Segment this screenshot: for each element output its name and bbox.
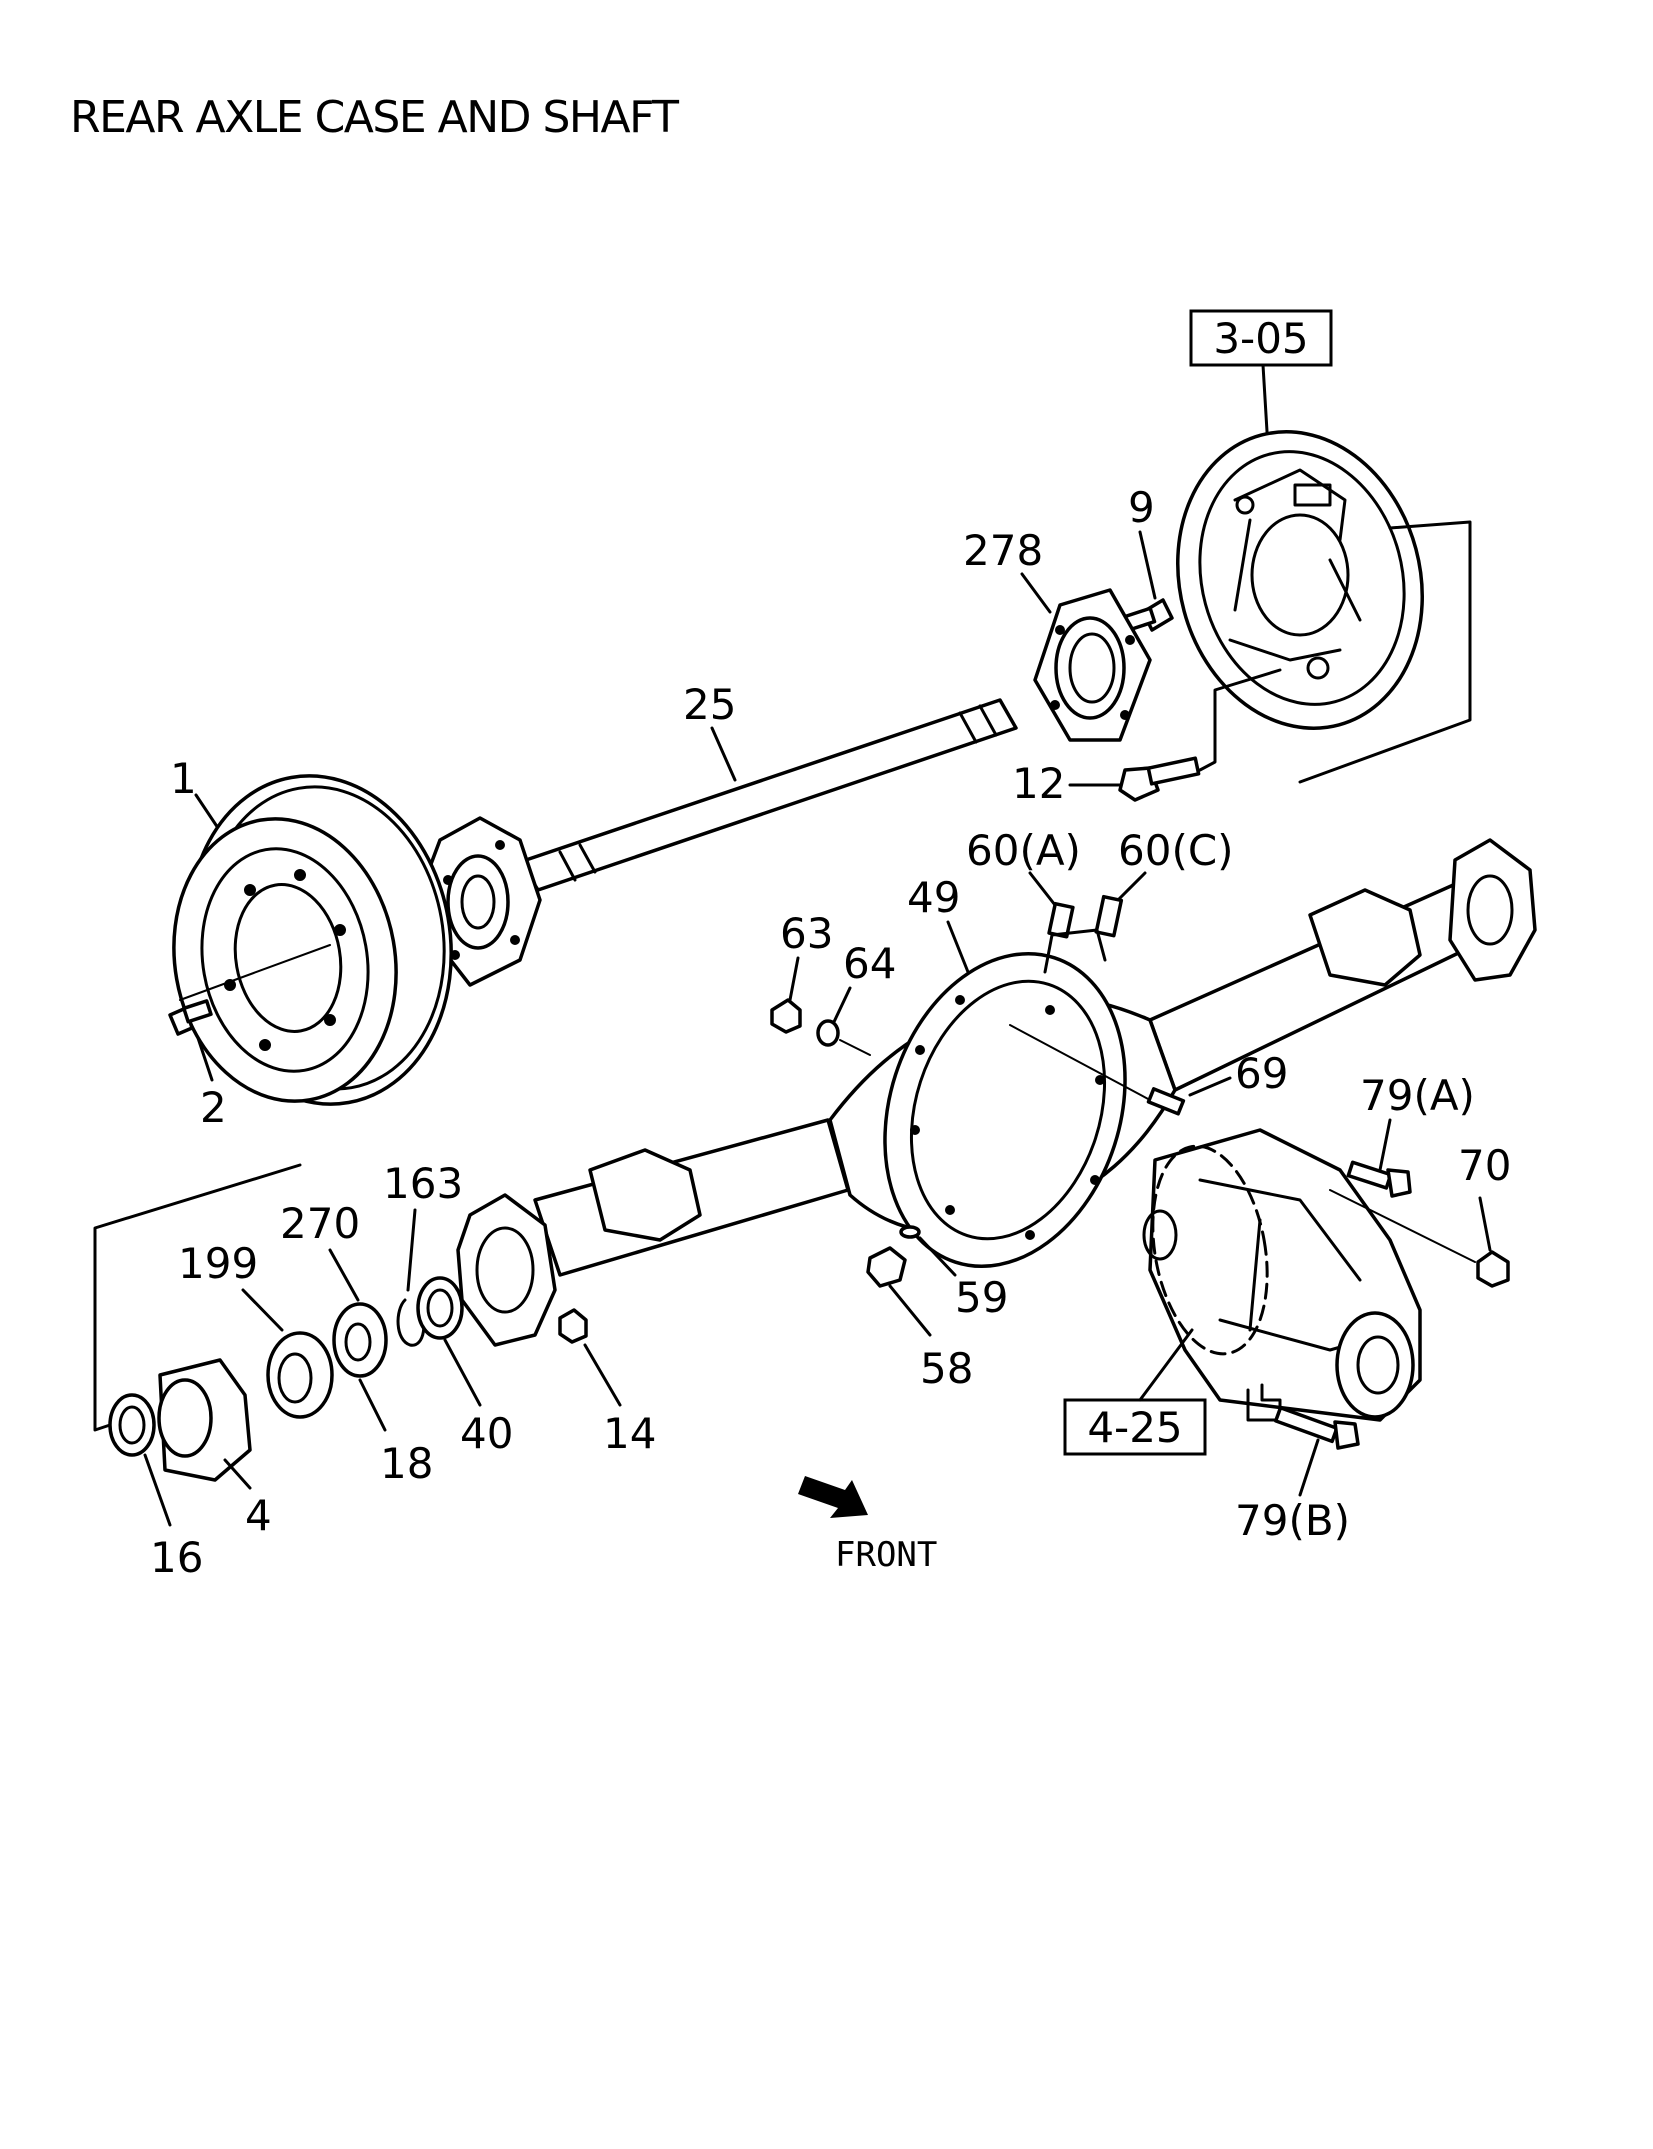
front-label: FRONT: [835, 1535, 937, 1575]
label-12: 12: [1012, 759, 1065, 808]
label-59: 59: [955, 1273, 1008, 1322]
axle-case: 49: [456, 838, 1537, 1347]
brake-backing-plate: [1176, 430, 1424, 730]
label-79b: 79(B): [1235, 1496, 1350, 1545]
bearing-retainer: 4: [157, 1358, 272, 1540]
label-270: 270: [280, 1199, 360, 1248]
label-2: 2: [200, 1083, 227, 1132]
front-direction-indicator: FRONT: [798, 1476, 937, 1575]
retainer-ring: 163: [383, 1159, 463, 1347]
label-40: 40: [460, 1409, 513, 1458]
brake-drum: 1: [170, 754, 453, 1106]
bearing-spacer: 199: [178, 1239, 334, 1419]
drain-gasket: 59: [899, 1225, 1008, 1322]
bearing-cone: 270: [280, 1199, 388, 1378]
snap-ring: 40: [416, 1276, 513, 1458]
carrier-bolt-a: 79(A): [1346, 1071, 1475, 1198]
ref-box-4-25[interactable]: [1063, 1398, 1207, 1456]
label-60c: 60(C): [1118, 826, 1234, 875]
filler-plug-gasket: 64: [816, 939, 896, 1056]
label-199: 199: [178, 1239, 258, 1288]
axle-case-nut: 14: [558, 1308, 656, 1458]
hub-seal-plate: 278: [963, 526, 1152, 742]
label-64: 64: [843, 939, 896, 988]
drain-plug: 58: [866, 1246, 973, 1393]
breather-group: 60(A) 60(C): [966, 826, 1234, 974]
label-69: 69: [1235, 1049, 1288, 1098]
differential-carrier: [1142, 1128, 1422, 1422]
bearing: 18: [358, 1378, 433, 1488]
label-79a: 79(A): [1360, 1071, 1475, 1120]
label-4: 4: [245, 1491, 272, 1540]
ref-box-3-05[interactable]: [1189, 309, 1333, 367]
page-title: REAR AXLE CASE AND SHAFT: [70, 92, 679, 143]
label-14: 14: [603, 1409, 656, 1458]
ref-3-05: 3-05: [1213, 314, 1308, 363]
label-60a: 60(A): [966, 826, 1081, 875]
label-16: 16: [150, 1533, 203, 1582]
ref-4-25: 4-25: [1087, 1403, 1182, 1452]
drum-bolt: 2: [168, 999, 227, 1132]
label-18: 18: [380, 1439, 433, 1488]
carrier-bolt-b: 79(B): [1235, 1388, 1360, 1545]
front-arrow-icon: [798, 1476, 868, 1518]
oil-seal: 16: [108, 1393, 203, 1582]
label-49: 49: [907, 873, 960, 922]
label-70: 70: [1458, 1141, 1511, 1190]
carrier-nut: 70: [1329, 1141, 1511, 1288]
brake-assembly-group: 3-05: [1176, 309, 1472, 784]
label-278: 278: [963, 526, 1043, 575]
filler-plug: 63: [770, 909, 833, 1034]
stud-bolt: 69: [1009, 1024, 1288, 1116]
backing-plate-bolt: 9: [1121, 483, 1174, 633]
label-9: 9: [1128, 483, 1155, 532]
label-1: 1: [170, 754, 197, 803]
label-25: 25: [683, 680, 736, 729]
label-163: 163: [383, 1159, 463, 1208]
axle-shaft: 25: [423, 680, 1018, 987]
label-63: 63: [780, 909, 833, 958]
backing-plate-nut: 12: [1012, 668, 1282, 808]
label-58: 58: [920, 1344, 973, 1393]
